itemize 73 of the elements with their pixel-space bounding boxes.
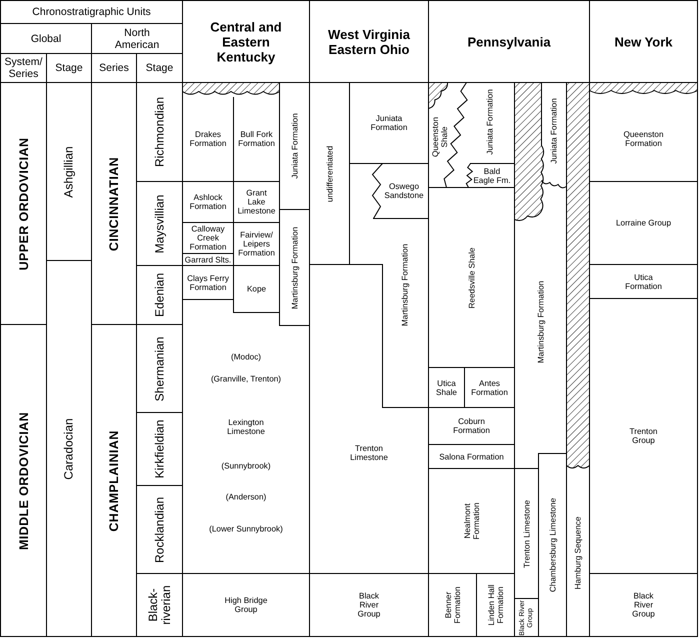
unit-name: Hamburg Sequence [574,516,582,589]
stage-name: Caradocian [62,418,76,480]
unit-name: Oswego Sandstone [383,182,425,200]
column-heading: North American [114,26,160,50]
system-name: CHAMPLAINIAN [107,430,121,532]
unit-name: Utica Shale [435,378,458,396]
unit-name: Reedsville Shale [467,247,476,308]
unit-name: Lorraine Group [616,218,672,228]
region-heading: New York [614,34,673,49]
unit-name: undifferentiated [325,145,334,202]
unit-name: Coburn Formation [452,417,491,435]
stage-name: Edenian [153,272,166,318]
unit-name: Trenton Group [628,427,658,445]
unit-name: Ashlock Formation [188,193,228,211]
unit-name: Juniata Formation [370,114,408,132]
stage-name: Richmondian [153,96,166,168]
system-name: CINCINNATIAN [107,156,121,251]
hatched-area [182,82,280,96]
unit-name: Garrard Slts. [184,255,232,264]
region-heading: Pennsylvania [467,34,551,49]
unit-name: Bald Eagle Fm. [472,166,512,184]
unit-name: Utica Formation [624,272,663,290]
unit-name: Chambersburg Limestone [548,498,557,592]
unit-name: Clays Ferry Formation [186,274,230,292]
unit-name: Trenton Limestone [522,500,531,568]
hatched-area [514,82,545,223]
unit-name: Martinsburg Formation [536,280,545,364]
column-heading: Series [99,62,129,74]
unit-name: Calloway Creek Formation [188,224,228,252]
unit-name: Antes Formation [470,378,509,396]
unit-name: Benner Formation [444,586,462,626]
unit-name: (Sunnybrook) [221,462,271,470]
stage-name: Black- riverian [146,584,172,627]
region-heading: Central and Eastern Kentucky [209,19,283,64]
hatched-area [589,82,698,95]
unit-name: Trenton Limestone [349,444,389,462]
unit-name: Linden Hall Formation [486,584,504,628]
unit-name: Lexington Limestone [226,418,266,436]
stage-name: Kirkfieldian [153,420,166,478]
unit-name: High Bridge Group [224,596,268,614]
hatched-area [566,82,590,469]
unit-name: Queenston Formation [622,130,665,148]
unit-name: Queenston Shale [431,116,449,160]
unit-name: (Anderson) [226,492,266,502]
stage-name: Rocklandian [153,496,166,563]
unit-name: Martinsburg Formation [290,226,299,309]
stage-name: Shermanian [153,336,166,401]
unit-name: (Granville, Trenton) [210,374,282,384]
region-heading: West Virginia Eastern Ohio [327,26,411,56]
unit-name: Black River Group [631,592,656,618]
unit-name: Nealmont Formation [462,502,480,542]
system-name: UPPER ORDOVICIAN [16,137,30,270]
stage-name: Ashgillian [62,146,76,198]
unit-name: Juniata Formation [486,89,494,155]
system-name: MIDDLE ORDOVICIAN [16,411,30,550]
unit-name: Salona Formation [439,452,504,461]
column-heading: Chronostratigraphic Units [32,6,151,18]
unit-name: (Modoc) [230,352,262,362]
unit-name: (Lower Sunnybrook) [209,524,283,534]
stage-name: Maysvillian [153,194,166,253]
column-heading: Stage [146,62,174,74]
unit-name: Drakes Formation [188,130,228,148]
unit-name: Black River Group [356,592,382,618]
unit-name: Grant Lake Limestone [237,188,276,216]
unit-name: Kope [246,284,266,294]
column-heading: Global [30,32,62,44]
unit-name: Martinsburg Formation [400,244,410,326]
unit-name: Bull Fork Formation [237,130,276,148]
column-heading: Stage [55,62,83,74]
unit-name: Juniata Formation [290,113,299,179]
unit-name: Juniata Formation [549,98,558,164]
column-heading: System/ Series [4,56,44,80]
unit-name: Fairview/ Leipers Formation [237,230,276,258]
